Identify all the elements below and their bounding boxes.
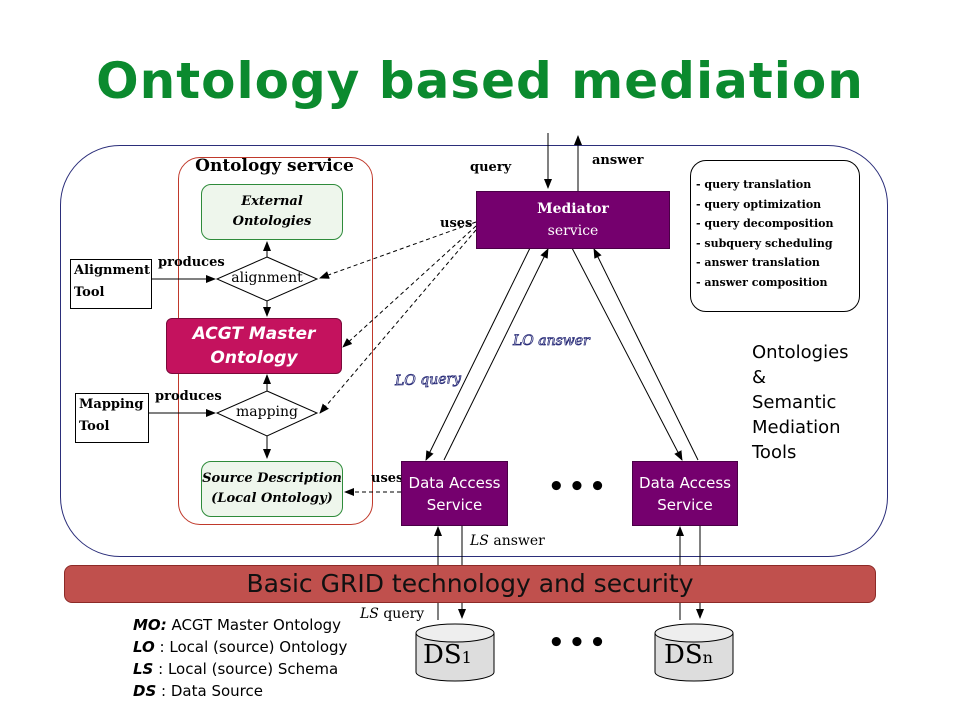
mapping-tool-line2: Tool xyxy=(79,419,110,434)
legend-text: : Data Source xyxy=(156,682,263,700)
source-description-line2: (Local Ontology) xyxy=(211,491,333,506)
data-access-line2: Service xyxy=(426,495,483,514)
alignment-produces-label: produces xyxy=(158,255,225,270)
mapping-tool-line1: Mapping xyxy=(79,397,144,412)
legend-key: DS xyxy=(133,682,157,700)
uses-to-mapping xyxy=(319,229,477,414)
source-description-line1: Source Description xyxy=(202,471,342,486)
lo-query-left xyxy=(425,247,531,461)
alignment-tool-line1: Alignment xyxy=(74,263,150,278)
legend-sep: : xyxy=(160,616,167,634)
datasource-1-name: DS xyxy=(423,640,462,670)
legend-item: MO: ACGT Master Ontology xyxy=(133,614,347,636)
legend-item: LS : Local (source) Schema xyxy=(133,658,347,680)
datasource-1-sub: 1 xyxy=(461,648,472,667)
legend-key: LO xyxy=(133,638,155,656)
abbreviation-legend: MO: ACGT Master Ontology LO : Local (sou… xyxy=(133,614,347,702)
ls-answer-prefix: LS xyxy=(470,533,489,549)
tools-caption-line: Semantic xyxy=(752,392,837,413)
ls-query-label: LS query xyxy=(360,606,424,622)
mapping-label: mapping xyxy=(235,404,298,420)
master-ontology-line2: Ontology xyxy=(210,348,298,368)
uses-to-master xyxy=(342,225,477,348)
datasource-cylinder-1 xyxy=(415,623,495,682)
feature-item: - answer composition xyxy=(696,275,828,289)
mediator-service-box: Mediator service xyxy=(476,191,670,249)
feature-item: - query decomposition xyxy=(696,217,834,230)
feature-item: - query translation xyxy=(696,178,812,191)
master-ontology-box: ACGT Master Ontology xyxy=(166,318,342,374)
tools-caption: Ontologies & Semantic Mediation Tools xyxy=(752,340,849,465)
answer-label: answer xyxy=(592,153,644,168)
lo-query-label: LO query xyxy=(394,370,462,390)
legend-key: LS xyxy=(133,660,154,678)
tools-caption-line: Mediation xyxy=(752,417,841,438)
mediator-line2: service xyxy=(547,223,599,239)
mediator-line1: Mediator xyxy=(537,201,609,217)
datasource-n-name: DS xyxy=(664,640,703,670)
mapping-tool-box: Mapping Tool xyxy=(75,393,149,443)
legend-item: DS : Data Source xyxy=(133,680,347,702)
source-description-box: Source Description (Local Ontology) xyxy=(201,461,343,517)
alignment-tool-line2: Tool xyxy=(74,285,105,300)
data-access-uses-label: uses xyxy=(371,471,404,486)
external-ontologies-line1: External xyxy=(241,194,303,209)
tools-caption-line: & xyxy=(752,367,767,388)
external-ontologies-box: External Ontologies xyxy=(201,184,343,240)
ls-answer-label: LS answer xyxy=(470,533,545,549)
services-ellipsis: ••• xyxy=(548,472,610,502)
ls-query-text: query xyxy=(378,606,425,622)
feature-item: - query optimization xyxy=(696,197,822,211)
data-access-service-1: Data Access Service xyxy=(401,461,508,526)
legend-item: LO : Local (source) Ontology xyxy=(133,636,347,658)
legend-text: : Local (source) Schema xyxy=(153,660,339,678)
datasource-1-label: DS1 xyxy=(423,640,472,670)
tools-caption-line: Ontologies xyxy=(752,342,849,363)
mapping-produces-label: produces xyxy=(155,389,222,404)
ls-answer-text: answer xyxy=(488,533,545,549)
data-access-service-n: Data Access Service xyxy=(632,461,738,526)
legend-key: MO xyxy=(133,616,161,634)
lo-query-right xyxy=(571,247,683,461)
data-access-line1: Data Access xyxy=(408,473,501,492)
page-title: Ontology based mediation xyxy=(96,52,864,110)
data-access-line1: Data Access xyxy=(639,473,731,492)
ls-query-prefix: LS xyxy=(360,606,379,622)
datasources-ellipsis: ••• xyxy=(548,628,610,658)
feature-item: - answer translation xyxy=(696,256,820,269)
ontology-service-title: Ontology service xyxy=(195,156,354,176)
legend-text: : Local (source) Ontology xyxy=(154,638,348,656)
external-ontologies-line2: Ontologies xyxy=(232,214,312,229)
mediator-uses-label: uses xyxy=(440,216,473,231)
lo-answer-right xyxy=(593,248,699,461)
lo-answer-left xyxy=(443,248,549,461)
alignment-label: alignment xyxy=(231,270,303,286)
grid-technology-bar: Basic GRID technology and security xyxy=(64,565,876,603)
alignment-tool-box: Alignment Tool xyxy=(70,259,152,309)
lo-answer-label: LO answer xyxy=(513,333,591,350)
mediation-tools-frame xyxy=(60,145,888,557)
feature-item: - subquery scheduling xyxy=(696,236,833,250)
legend-text: ACGT Master Ontology xyxy=(166,616,342,634)
mediator-features-box: - query translation - query optimization… xyxy=(690,160,860,312)
datasource-cylinder-n xyxy=(654,623,734,682)
data-access-line2: Service xyxy=(657,495,713,514)
datasource-n-sub: n xyxy=(702,648,713,667)
tools-caption-line: Tools xyxy=(752,442,797,463)
query-label: query xyxy=(470,160,512,175)
master-ontology-line1: ACGT Master xyxy=(192,324,316,344)
datasource-n-label: DSn xyxy=(664,640,713,670)
